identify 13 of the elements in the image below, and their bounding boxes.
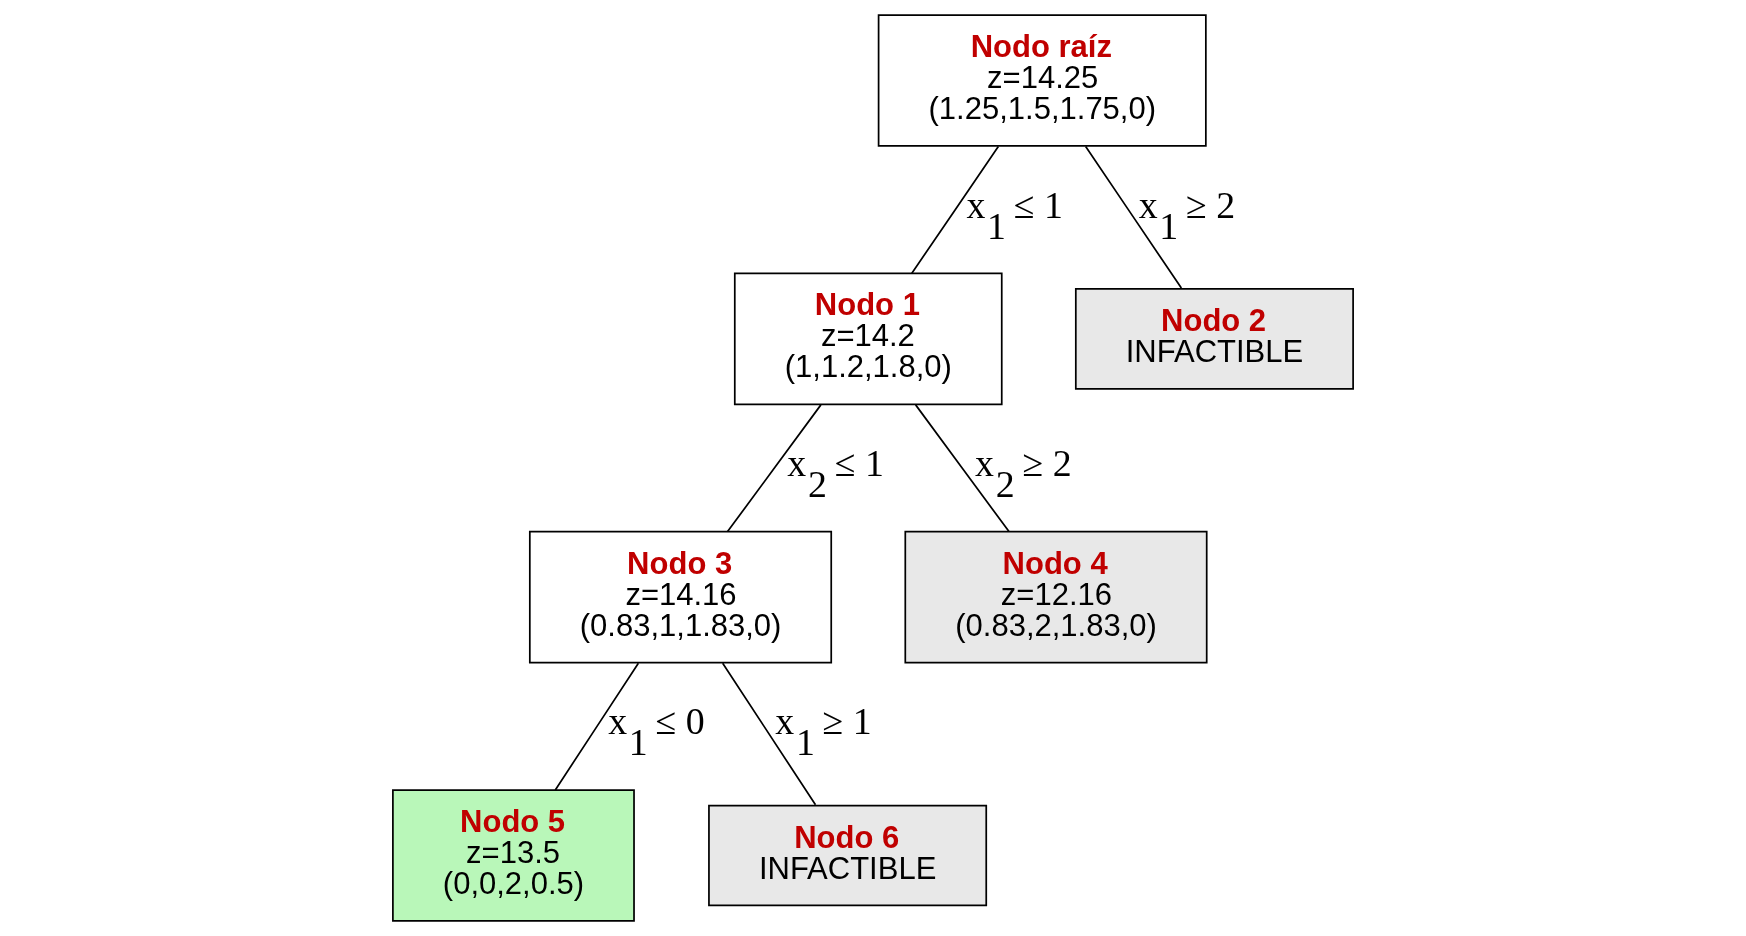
connector [1084, 145, 1183, 289]
connector [721, 662, 817, 806]
node-box: Nodo 3 z=14.16 (0.83,1,1.83,0) [528, 530, 833, 664]
node-box: Nodo raíz z=14.25 (1.25,1.5,1.75,0) [877, 14, 1207, 147]
connector [726, 404, 822, 533]
node-box: Nodo 6 INFACTIBLE [708, 804, 988, 907]
connector [554, 662, 640, 791]
node-box: Nodo 5 z=13.5 (0,0,2,0.5) [392, 789, 635, 922]
node-box: Nodo 1 z=14.2 (1,1.2,1.8,0) [733, 272, 1003, 406]
connector [914, 404, 1010, 533]
node-box: Nodo 4 z=12.16 (0.83,2,1.83,0) [904, 530, 1208, 664]
connector [911, 145, 1000, 275]
node-box: Nodo 2 INFACTIBLE [1074, 288, 1354, 390]
